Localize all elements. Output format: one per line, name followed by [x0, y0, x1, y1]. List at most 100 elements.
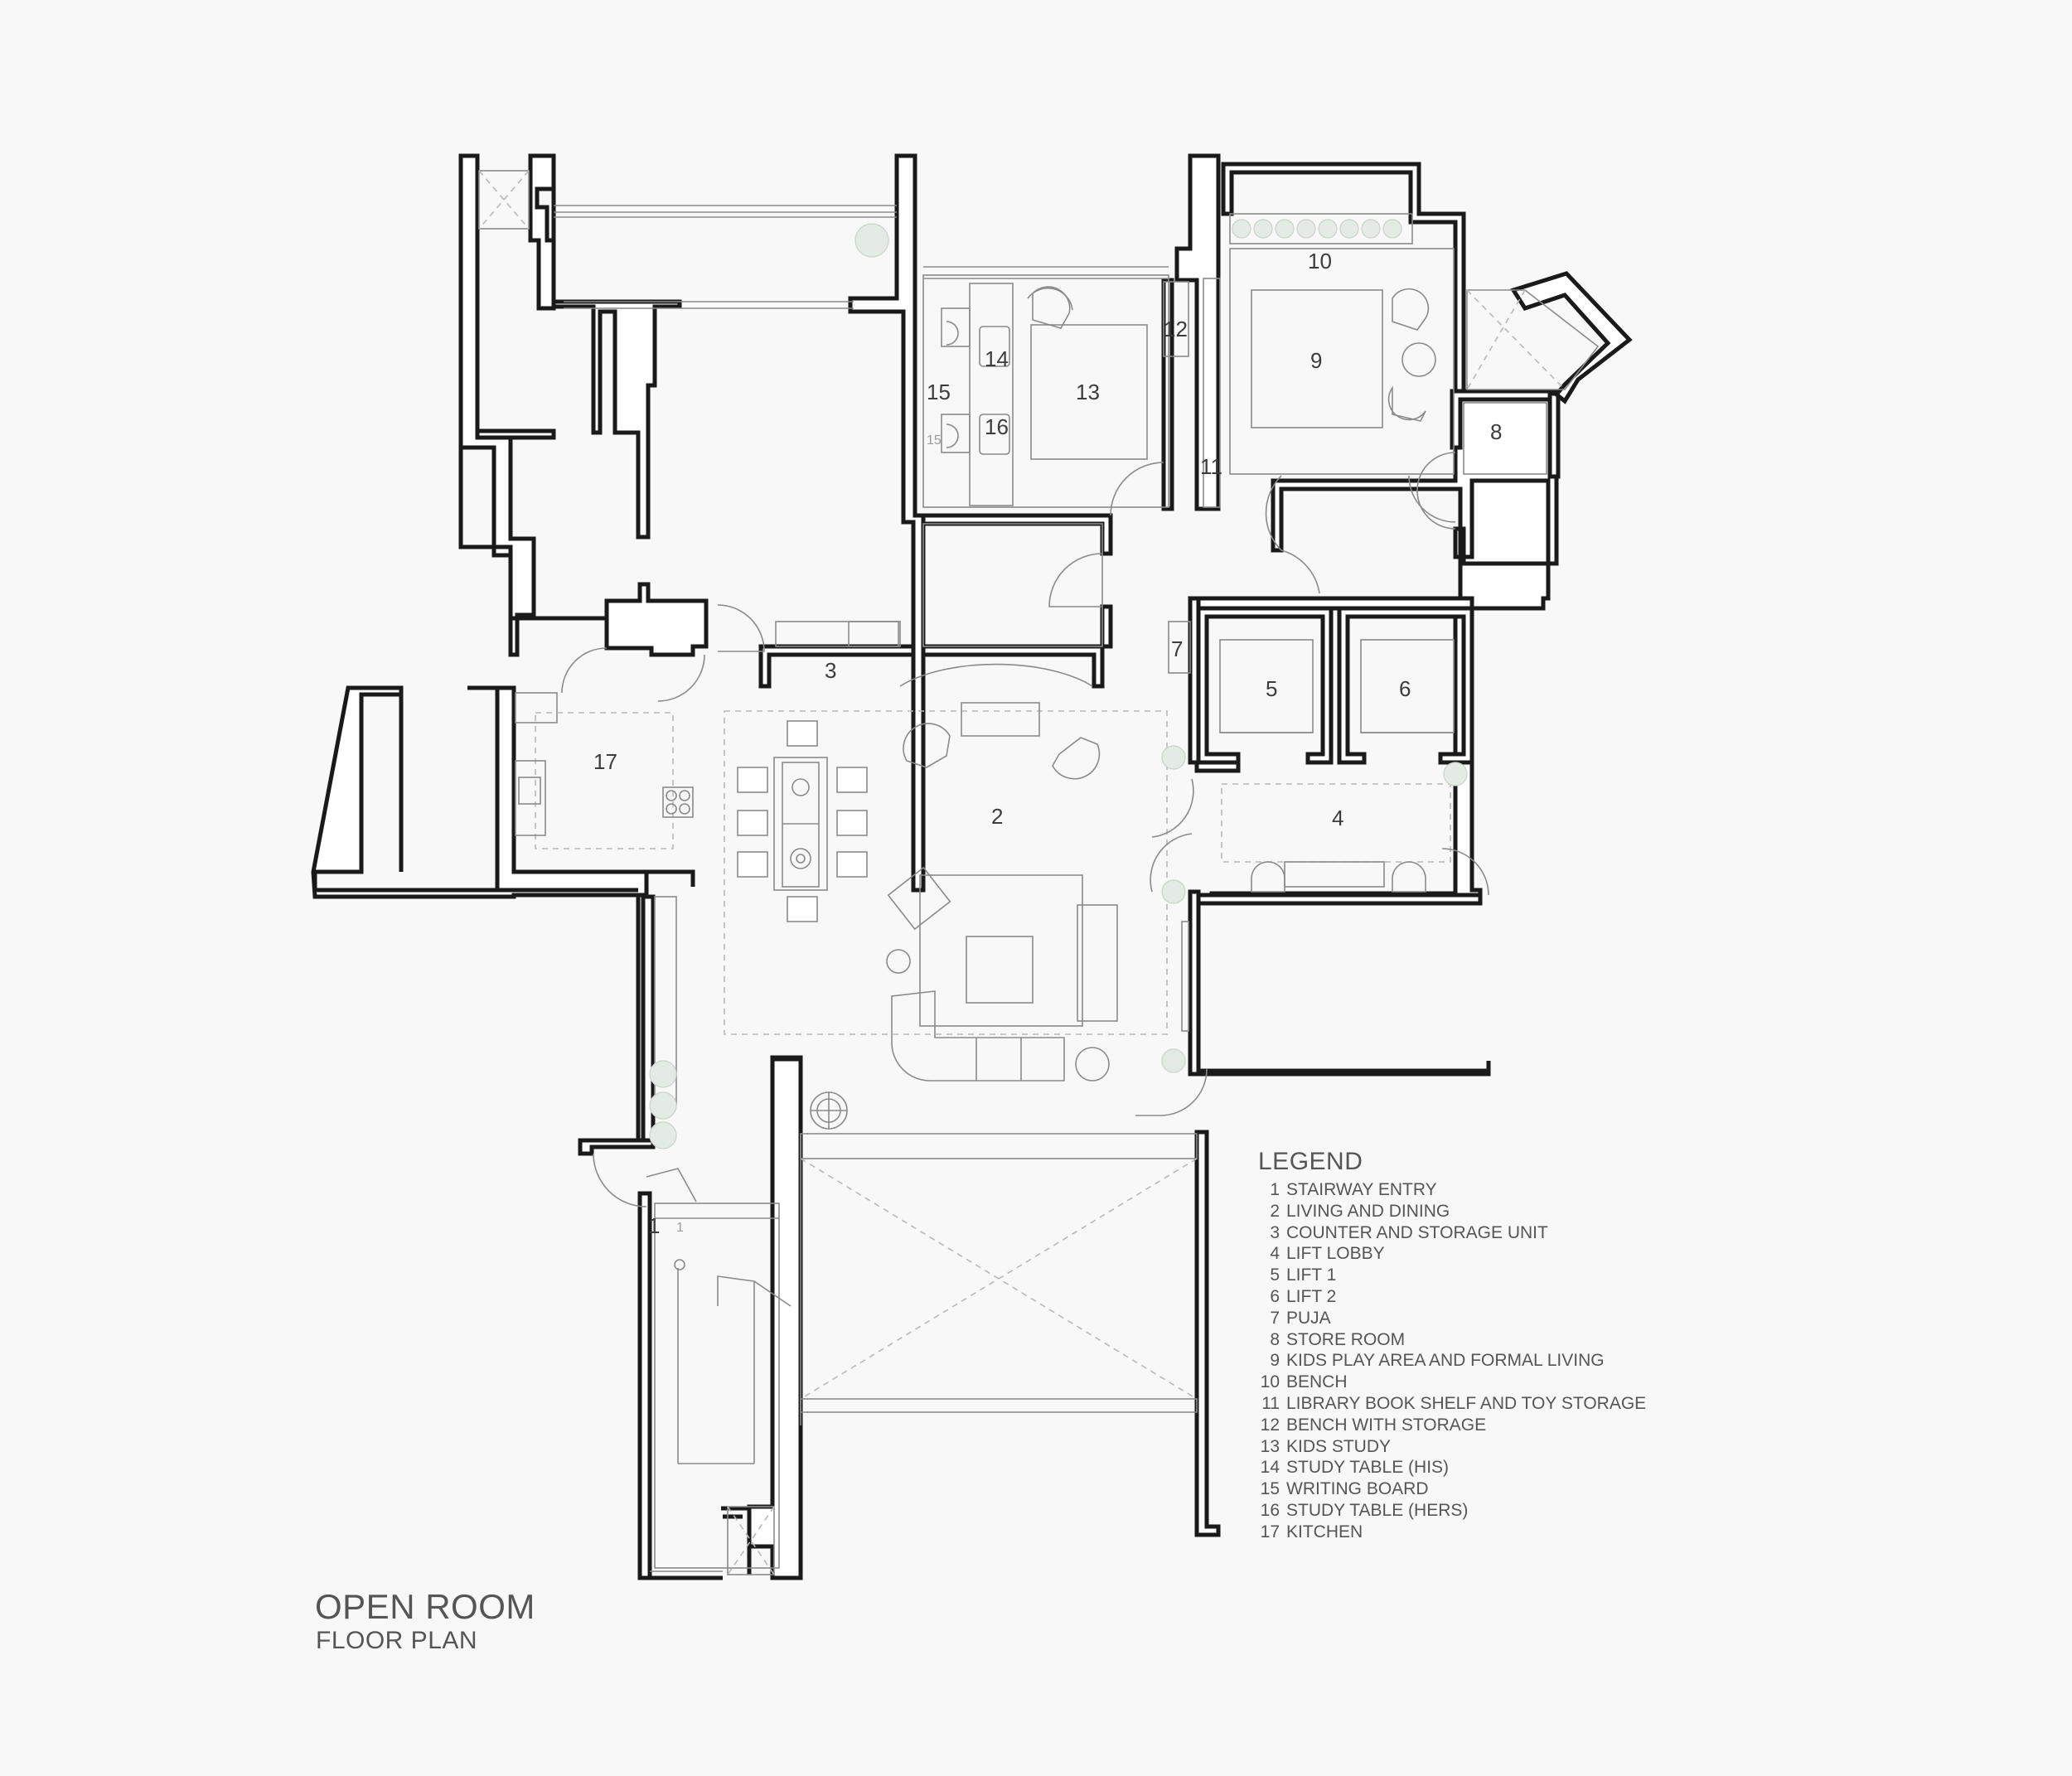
wall-living-south-2: [1194, 1130, 1221, 1537]
legend-item: 13 KIDS STUDY: [1258, 1436, 1722, 1458]
wall-lift-lobby-south: [1188, 893, 1491, 1077]
wall-mid-block: [921, 513, 1113, 556]
thin-details: [478, 170, 1600, 1575]
legend-item: 8 STORE ROOM: [1258, 1329, 1722, 1351]
legend-item-text: LIBRARY BOOK SHELF AND TOY STORAGE: [1286, 1393, 1647, 1413]
plan-title: OPEN ROOM: [315, 1587, 535, 1626]
wall-kitchen-east: [594, 894, 656, 1149]
legend-item-text: LIVING AND DINING: [1286, 1201, 1450, 1221]
wall-living-south: [747, 1055, 803, 1580]
legend-item-text: KIDS STUDY: [1286, 1436, 1392, 1456]
wall-west-kitchen: [311, 685, 649, 899]
legend-item: 17 KITCHEN: [1258, 1522, 1722, 1543]
wall-lift-1: [1194, 606, 1334, 765]
wall-lift-2: [1337, 606, 1474, 765]
room-label-3: 3: [825, 658, 836, 683]
legend-item-number: 4: [1270, 1244, 1280, 1264]
wall-north-left-pier: [528, 153, 556, 311]
legend-item-text: STAIRWAY ENTRY: [1286, 1180, 1437, 1199]
wall-northeast-outer: [1209, 162, 1559, 904]
legend-item: 7 PUJA: [1258, 1308, 1722, 1329]
legend-title: LEGEND: [1258, 1148, 1363, 1175]
room-label-14: 14: [985, 346, 1009, 371]
wall-puja: [1188, 596, 1201, 765]
room-label-16: 16: [985, 414, 1009, 439]
legend-item-text: WRITING BOARD: [1286, 1479, 1429, 1499]
room-label-15: 15: [927, 380, 951, 404]
room-label-2: 2: [991, 804, 1003, 829]
wall-store-8: [1547, 391, 1561, 479]
legend-item: 16 STUDY TABLE (HERS): [1258, 1500, 1722, 1522]
wall-outlines: [315, 153, 1489, 1580]
legend-item-number: 16: [1260, 1500, 1280, 1520]
legend-item: 4 LIFT LOBBY: [1258, 1243, 1722, 1265]
room-label-13: 13: [1076, 380, 1100, 404]
legend-item-number: 17: [1260, 1522, 1280, 1541]
legend-item-number: 11: [1261, 1393, 1280, 1413]
legend-item-text: STORE ROOM: [1286, 1329, 1406, 1349]
wall-kids-study-west: [848, 153, 926, 893]
legend-item-number: 10: [1260, 1372, 1280, 1392]
legend-item-text: LIFT LOBBY: [1286, 1244, 1385, 1264]
legend-item-text: LIFT 1: [1286, 1265, 1337, 1285]
room-label-9: 9: [1310, 348, 1322, 373]
wall-bedroom-divider-2: [1161, 278, 1174, 511]
legend-item-text: BENCH: [1286, 1372, 1348, 1392]
room-label-6: 6: [1399, 676, 1411, 701]
legend-item-text: BENCH WITH STORAGE: [1286, 1415, 1487, 1435]
legend-item-number: 1: [1270, 1180, 1280, 1199]
legend-item-number: 13: [1260, 1436, 1280, 1456]
legend-item-number: 15: [1260, 1479, 1280, 1499]
wall-inner-block: [551, 299, 682, 540]
room-label-1-small: 1: [676, 1221, 684, 1235]
room-label-8: 8: [1490, 419, 1502, 444]
bench-cushions: [1232, 219, 1402, 239]
wall-inner-left: [475, 428, 556, 440]
legend-item-number: 2: [1270, 1201, 1280, 1221]
room-label-11: 11: [1200, 454, 1222, 479]
legend-item: 14 STUDY TABLE (HIS): [1258, 1457, 1722, 1478]
legend-item-text: PUJA: [1286, 1308, 1331, 1328]
wall-mid-lower: [1100, 604, 1113, 649]
legend-item-number: 12: [1260, 1415, 1280, 1435]
legend-item: 11 LIBRARY BOOK SHELF AND TOY STORAGE: [1258, 1393, 1722, 1415]
wall-east-living: [1188, 889, 1201, 1077]
room-label-7: 7: [1171, 636, 1183, 661]
legend-item-number: 9: [1270, 1351, 1280, 1371]
legend-item-text: STUDY TABLE (HIS): [1286, 1458, 1450, 1478]
room-label-1: 1: [648, 1213, 660, 1238]
legend-item-number: 8: [1270, 1329, 1280, 1349]
wall-counter-3: [758, 644, 1105, 689]
legend-item-text: STUDY TABLE (HERS): [1286, 1500, 1469, 1520]
legend-item-number: 7: [1270, 1308, 1280, 1328]
room-label-15-small: 15: [927, 433, 942, 448]
legend-item-text: KIDS PLAY AREA AND FORMAL LIVING: [1286, 1351, 1605, 1371]
legend-item: 10 BENCH: [1258, 1372, 1722, 1393]
wall-angled-balcony: [1510, 271, 1633, 404]
room-label-4: 4: [1332, 806, 1343, 830]
legend-item-text: LIFT 2: [1286, 1286, 1337, 1306]
legend: LEGEND 1 STAIRWAY ENTRY 2 LIVING AND DININ…: [1258, 1148, 1722, 1543]
legend-item: 1 STAIRWAY ENTRY: [1258, 1179, 1722, 1201]
wall-store-room: [1450, 389, 1559, 450]
legend-item: 9 KIDS PLAY AREA AND FORMAL LIVING: [1258, 1350, 1722, 1372]
legend-item-text: KITCHEN: [1286, 1522, 1363, 1541]
room-label-10: 10: [1308, 249, 1332, 273]
legend-item: 2 LIVING AND DINING: [1258, 1201, 1722, 1222]
legend-item-text: COUNTER AND STORAGE UNIT: [1286, 1222, 1548, 1242]
plan-subtitle: FLOOR PLAN: [316, 1627, 478, 1654]
legend-item: 15 WRITING BOARD: [1258, 1478, 1722, 1500]
room-label-12: 12: [1164, 317, 1188, 341]
legend-item-number: 6: [1270, 1286, 1280, 1306]
legend-item: 12 BENCH WITH STORAGE: [1258, 1415, 1722, 1436]
legend-item-number: 14: [1260, 1458, 1280, 1478]
wall-bedroom-divider: [1174, 153, 1221, 511]
room-label-5: 5: [1266, 676, 1277, 701]
wall-west-upper: [458, 153, 536, 657]
room-labels: 1 1 2 3 4 5 6 7 8 9 10 11 12 13 14 15 15…: [593, 249, 1502, 1238]
wall-shaft-block: [604, 582, 709, 657]
room-label-17: 17: [593, 749, 617, 774]
